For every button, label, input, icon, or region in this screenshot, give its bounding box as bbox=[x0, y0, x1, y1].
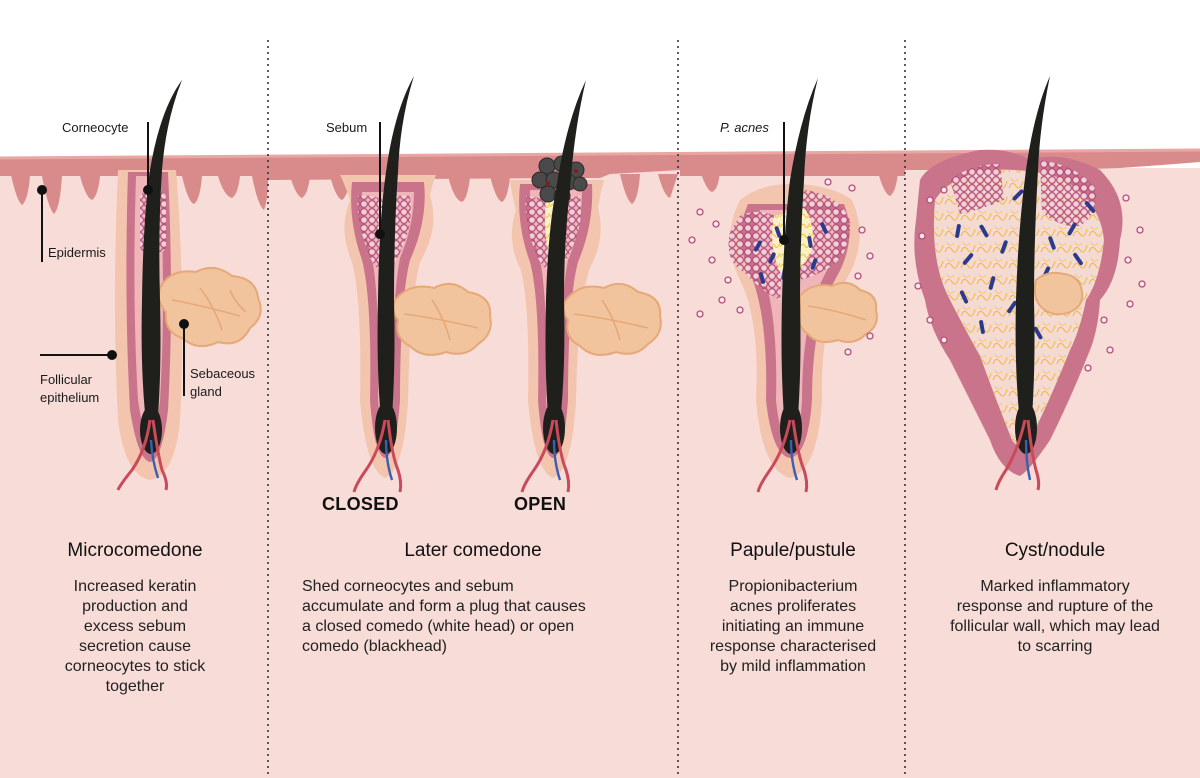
desc-line: accumulate and form a plug that causes bbox=[302, 598, 586, 615]
desc-line: to scarring bbox=[1017, 638, 1093, 655]
label-sebum: Sebum bbox=[326, 120, 368, 135]
desc-line: together bbox=[105, 678, 165, 695]
label-corneocyte: Corneocyte bbox=[62, 120, 129, 135]
desc-line: initiating an immune bbox=[721, 618, 865, 635]
stage-desc-cyst: Marked inflammatory response and rupture… bbox=[920, 577, 1190, 657]
label-open: OPEN bbox=[514, 494, 567, 514]
open-comedo-follicle bbox=[510, 80, 662, 493]
label-epidermis: Epidermis bbox=[48, 245, 106, 260]
desc-line: Shed corneocytes and sebum bbox=[302, 578, 514, 595]
desc-line: follicular wall, which may lead bbox=[950, 618, 1160, 635]
leader-lines bbox=[37, 122, 789, 396]
label-follicular-2: epithelium bbox=[40, 390, 100, 405]
stage-title-later-comedone: Later comedone bbox=[404, 540, 542, 561]
label-p-acnes: P. acnes bbox=[720, 120, 769, 135]
stage-desc-microcomedone: Increased keratin production and excess … bbox=[20, 577, 250, 697]
cyst-follicle bbox=[914, 76, 1146, 491]
desc-line: secretion cause bbox=[78, 638, 192, 655]
p-acnes-bacteria bbox=[754, 214, 828, 284]
label-closed: CLOSED bbox=[322, 494, 399, 514]
stage-desc-papule: Propionibacterium acnes proliferates ini… bbox=[690, 577, 896, 677]
stage-title-papule: Papule/pustule bbox=[730, 540, 856, 561]
desc-line: comedo (blackhead) bbox=[302, 638, 447, 655]
desc-line: by mild inflammation bbox=[720, 658, 866, 675]
stage-desc-later-comedone: Shed corneocytes and sebum accumulate an… bbox=[290, 577, 668, 657]
desc-line: Propionibacterium bbox=[728, 578, 858, 595]
desc-line: Marked inflammatory bbox=[980, 578, 1130, 595]
label-sebaceous-2: gland bbox=[190, 384, 222, 399]
cyst-bacteria bbox=[955, 189, 1096, 340]
stage-title-cyst: Cyst/nodule bbox=[1004, 540, 1106, 561]
label-follicular-1: Follicular bbox=[40, 372, 93, 387]
desc-line: response characterised bbox=[709, 638, 877, 655]
desc-line: production and bbox=[82, 598, 188, 615]
desc-line: acnes proliferates bbox=[729, 598, 857, 615]
desc-line: Increased keratin bbox=[73, 578, 197, 595]
label-sebaceous-1: Sebaceous bbox=[190, 366, 256, 381]
closed-comedo-follicle bbox=[340, 76, 492, 493]
desc-line: response and rupture of the bbox=[956, 598, 1154, 615]
desc-line: excess sebum bbox=[83, 618, 187, 635]
papule-follicle bbox=[688, 78, 878, 493]
desc-line: corneocytes to stick bbox=[64, 658, 206, 675]
stage-title-microcomedone: Microcomedone bbox=[67, 540, 203, 561]
desc-line: a closed comedo (white head) or open bbox=[302, 618, 575, 635]
